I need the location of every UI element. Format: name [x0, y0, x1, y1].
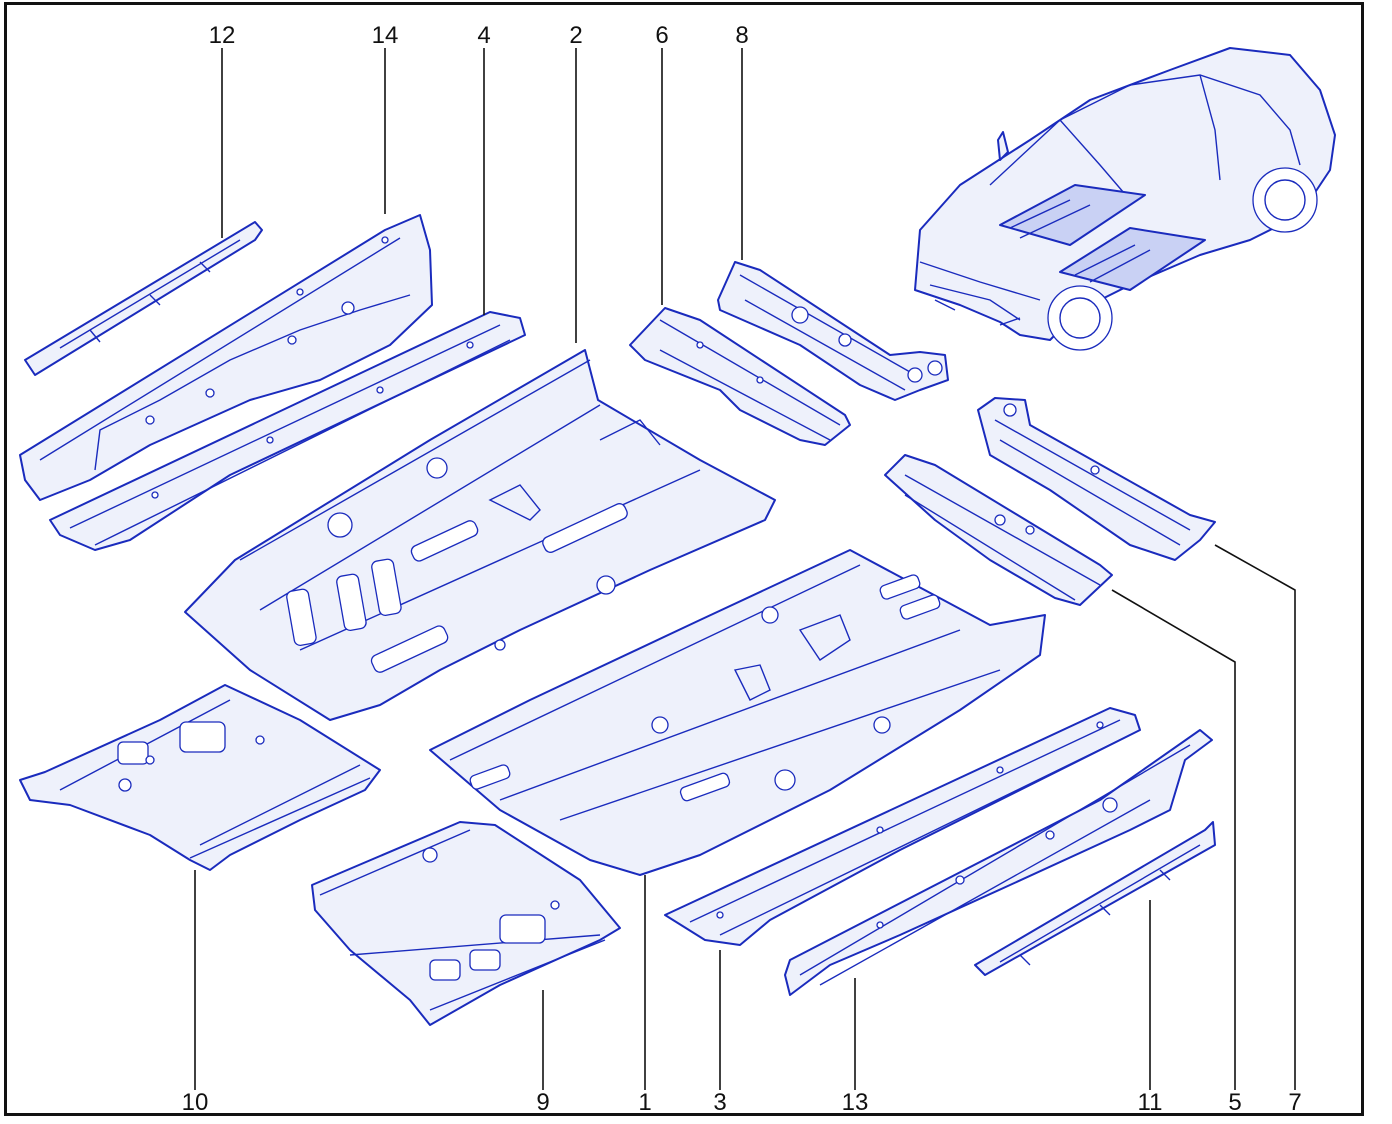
part-11-reinforcement [974, 821, 1216, 976]
part-2-front-floor [184, 349, 776, 721]
part-14-side-member [19, 214, 433, 501]
callout-11: 11 [1138, 1089, 1163, 1116]
callout-9: 9 [536, 1089, 549, 1116]
car-illustration [914, 47, 1336, 351]
part-13-side-member [784, 729, 1213, 996]
part-7-rear-member [977, 397, 1216, 561]
callout-2: 2 [569, 22, 582, 49]
part-6-cross-member [629, 307, 851, 446]
part-9-rear-floor [311, 821, 621, 1026]
part-4-sill [49, 311, 526, 551]
callout-13: 13 [842, 1089, 869, 1116]
callout-1: 1 [638, 1089, 651, 1116]
part-3-sill [664, 707, 1141, 946]
callout-labels: 12 14 4 2 6 8 10 9 1 3 13 11 5 7 [182, 22, 1302, 1116]
callout-4: 4 [477, 22, 490, 49]
callout-5: 5 [1228, 1089, 1241, 1116]
part-10-rear-floor [19, 684, 381, 871]
callout-10: 10 [182, 1089, 209, 1116]
callout-14: 14 [372, 22, 399, 49]
callout-3: 3 [713, 1089, 726, 1116]
part-5-rear-member [884, 454, 1113, 606]
callout-12: 12 [209, 22, 236, 49]
callout-7: 7 [1288, 1089, 1301, 1116]
callout-8: 8 [735, 22, 748, 49]
leader-lines [194, 48, 1296, 1090]
part-8-cross-member [717, 261, 949, 401]
callout-6: 6 [655, 22, 668, 49]
part-1-main-floor [429, 549, 1046, 876]
part-12-reinforcement [24, 221, 263, 376]
